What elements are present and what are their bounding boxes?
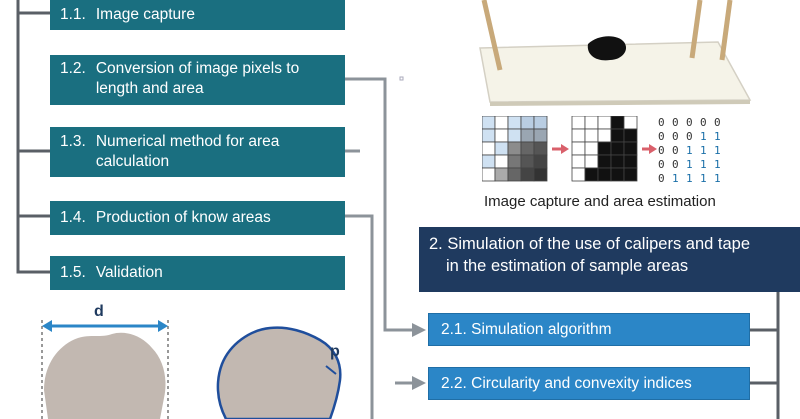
step-number: 1.3. [60, 133, 86, 150]
step-1-3-box: 1.3. Numerical method for area calculati… [50, 127, 345, 177]
matrix-cell: 0 [672, 116, 679, 129]
pixel-conversion-illustration [482, 116, 657, 182]
matrix-cell: 0 [686, 130, 693, 143]
matrix-cell: 1 [672, 172, 679, 185]
perimeter-label: p [330, 343, 340, 360]
matrix-cell: 0 [672, 144, 679, 157]
step-1-1-box: 1.1. Image capture [50, 0, 345, 30]
matrix-cell: 0 [658, 116, 665, 129]
step-2-1-box: 2.1. Simulation algorithm [428, 313, 750, 346]
step-label: Numerical method for area calculation [95, 133, 280, 170]
matrix-cell: 1 [714, 144, 721, 157]
matrix-cell: 1 [700, 130, 707, 143]
matrix-cell: 1 [714, 130, 721, 143]
step-number: 1.1. [60, 6, 86, 23]
step-label: Validation [95, 264, 163, 281]
matrix-cell: 1 [714, 158, 721, 171]
grayscale-grid [482, 116, 548, 182]
matrix-cell: 0 [658, 144, 665, 157]
step-1-5-box: 1.5. Validation [50, 256, 345, 290]
section-2-title-line-1: 2. Simulation of the use of calipers and… [429, 235, 751, 253]
binary-grid [571, 116, 638, 182]
step-label: Conversion of image pixels to length and… [95, 60, 300, 97]
matrix-cell: 0 [658, 172, 665, 185]
diameter-label: d [94, 303, 104, 320]
matrix-cell: 0 [686, 116, 693, 129]
sample-blob [587, 36, 627, 61]
step-label: 2.1. Simulation algorithm [441, 320, 612, 338]
matrix-cell: 1 [686, 158, 693, 171]
figure-caption: Image capture and area estimation [484, 193, 716, 210]
step-label: Production of know areas [95, 209, 271, 226]
matrix-cell: 0 [672, 130, 679, 143]
step-1-2-box: 1.2. Conversion of image pixels to lengt… [50, 55, 345, 105]
sample-shape-perimeter [216, 326, 342, 419]
matrix-cell: 1 [700, 144, 707, 157]
capture-setup-illustration [479, 0, 752, 106]
step-2-2-box: 2.2. Circularity and convexity indices [428, 367, 750, 400]
section-2-title-line-2: in the estimation of sample areas [446, 257, 689, 275]
step-1-4-box: 1.4. Production of know areas [50, 201, 345, 235]
matrix-cell: 1 [686, 144, 693, 157]
matrix-cell: 0 [658, 130, 665, 143]
matrix-cell: 0 [714, 116, 721, 129]
matrix-cell: 0 [672, 158, 679, 171]
arrow-right-icon [552, 144, 569, 154]
step-number: 1.2. [60, 60, 86, 77]
step-number: 1.5. [60, 264, 86, 281]
matrix-cell: 1 [686, 172, 693, 185]
matrix-cell: 1 [700, 158, 707, 171]
step-label: 2.2. Circularity and convexity indices [441, 374, 692, 392]
section-2-header: 2. Simulation of the use of calipers and… [419, 227, 800, 292]
step-number: 1.4. [60, 209, 86, 226]
matrix-cell: 1 [700, 172, 707, 185]
matrix-cell: 0 [658, 158, 665, 171]
matrix-cell: 0 [700, 116, 707, 129]
sample-shape-diameter [44, 332, 166, 419]
arrow-right-icon [642, 144, 657, 154]
matrix-cell: 1 [714, 172, 721, 185]
shape-measurements-illustration [41, 320, 342, 419]
step-label: Image capture [95, 6, 195, 23]
